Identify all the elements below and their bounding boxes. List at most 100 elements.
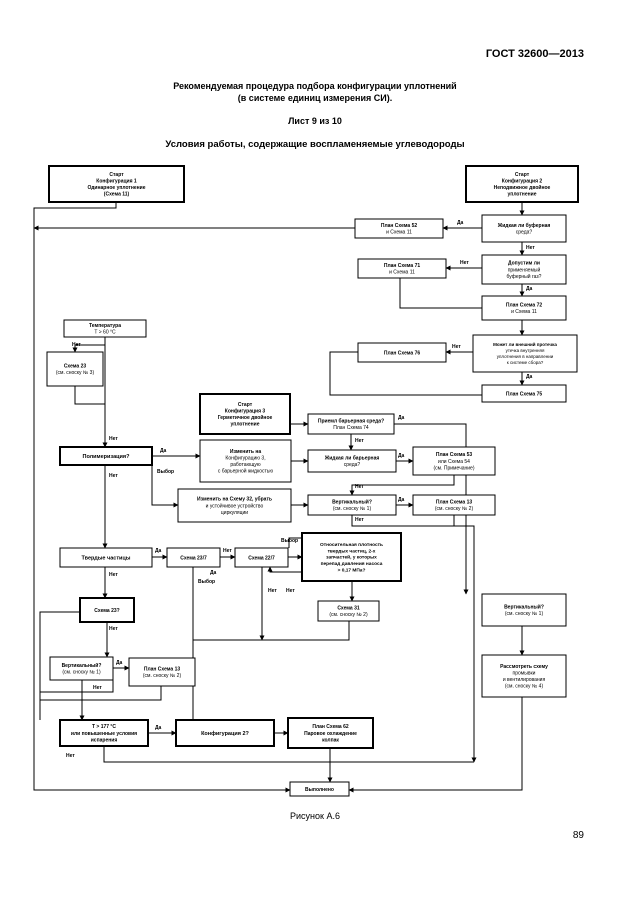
node-text: уплотнения в направлении [497, 354, 554, 359]
node-text: План Схема 71 [384, 263, 421, 269]
edge-label-no: Нет [452, 344, 461, 350]
connector [103, 746, 474, 763]
edge-label-no: Нет [268, 588, 277, 594]
edge-label-no: Нет [460, 260, 469, 266]
edge-label-no: Нет [355, 438, 364, 444]
edge-label-yes: Да [398, 453, 405, 459]
node-text: Выполнено [305, 787, 334, 793]
node-text: Конфигурация 2 [502, 177, 543, 184]
node-vertical-q3: Вертикальный?(см. сноску № 1) [481, 593, 567, 627]
edge-label-yes: Да [210, 570, 217, 576]
node-text: твердых частиц, 2-х [328, 548, 376, 554]
node-text: (Схема 11) [104, 192, 130, 198]
node-text: применяемый [508, 266, 541, 273]
standard-number: ГОСТ 32600—2013 [485, 48, 584, 60]
diagram-subtitle: Условия работы, содержащие воспламеняемы… [165, 139, 465, 150]
edge-label-no: Нет [109, 436, 118, 442]
edge-labels: ДаНетНетДаНетДаНетНетДаНетДаВыборДаНетДа… [66, 220, 535, 759]
node-plan13a: План Схема 13(см. сноску № 2) [412, 494, 496, 516]
connector [151, 456, 179, 508]
edge-label-no: Нет [66, 753, 75, 759]
node-text: План Схема 52 [381, 223, 418, 229]
node-text: Вертикальный? [332, 498, 372, 505]
connector [348, 697, 523, 793]
node-text: буферный газ? [507, 273, 542, 280]
node-text: испарения [91, 737, 118, 743]
node-text: (см. Примечание) [434, 465, 475, 471]
node-text: и Схема 11 [386, 230, 412, 236]
node-plan72: План Схема 72и Схема 11 [481, 295, 567, 321]
node-text: Конфигурация 2? [201, 730, 249, 737]
node-text: Схема 22/7 [248, 555, 275, 561]
node-scheme23q: Схема 23? [79, 597, 135, 623]
node-text: Жидкая ли барьерная [324, 454, 380, 461]
edge-label-no: Нет [109, 626, 118, 632]
node-text: уплотнение [508, 192, 537, 198]
node-text: и устойчивое устройство [206, 502, 264, 509]
edge-label-yes: Да [526, 374, 533, 380]
node-scheme31: Схема 31(см. сноску № 2) [317, 600, 380, 622]
edge-label-no: Нет [223, 548, 232, 554]
edge-label-yes: Да [160, 448, 167, 454]
node-text: работающую [230, 462, 261, 468]
connector [33, 202, 291, 793]
node-text: План Схема 62 [312, 724, 349, 730]
node-text: Конфигурация 3 [225, 407, 266, 414]
node-solids: Твердые частицы [59, 547, 153, 568]
node-scheme23: Схема 23(см. сноску № 3) [46, 351, 104, 387]
node-config27: Конфигурация 2? [175, 719, 275, 747]
node-text: Паровое охлаждение [304, 731, 357, 737]
node-text: > 0,17 МПа? [338, 567, 366, 573]
connector [349, 475, 455, 496]
node-text: Жидкая ли буферная [497, 222, 551, 229]
node-text: колпак [322, 737, 339, 743]
node-text: и Схема 11 [511, 309, 537, 315]
node-text: Одинарное уплотнение [87, 185, 145, 191]
edge-label-yes: Да [116, 660, 123, 666]
edge-label-no: Нет [93, 685, 102, 691]
node-plan76: План Схема 76 [357, 342, 447, 363]
page-number: 89 [572, 830, 584, 841]
node-scheme22-7: Схема 22/7 [234, 547, 289, 568]
node-text: План Схема 13 [436, 499, 473, 505]
node-text: Конфигурация 1 [96, 177, 137, 184]
node-text: План Схема 74 [333, 425, 369, 431]
edge-label-yes: Да [155, 548, 162, 554]
node-plan52: План Схема 52и Схема 11 [354, 218, 444, 239]
node-text: или повышенные условия [71, 731, 137, 737]
edge-label-yes: Да [526, 286, 533, 292]
edge-label-choice: Выбор [281, 537, 298, 544]
connector [351, 515, 477, 763]
node-text: План Схема 76 [384, 350, 421, 356]
edge-label-yes: Да [457, 220, 464, 226]
node-barrier-q: Приемл барьерная среда?План Схема 74 [307, 413, 395, 435]
edge-label-choice: Выбор [198, 578, 215, 585]
edge-label-no: Нет [109, 572, 118, 578]
node-scheme23-7: Схема 23/7 [166, 547, 221, 568]
title-line-2: (в системе единиц измерения СИ). [237, 93, 393, 103]
sheet-number: Лист 9 из 10 [288, 116, 342, 126]
node-text: План Схема 13 [144, 666, 181, 672]
title-line-1: Рекомендуемая процедура подбора конфигур… [173, 81, 457, 91]
node-text: запчастей, у которых [326, 554, 377, 561]
node-text: (см. сноску № 1) [62, 670, 101, 676]
node-text: План Схема 72 [506, 302, 543, 308]
node-text: или Схема 54 [438, 459, 470, 465]
node-plan75: План Схема 75 [481, 384, 567, 403]
node-vertical-q2: Вертикальный?(см. сноску № 1) [49, 656, 114, 681]
connector [40, 686, 162, 701]
edge-label-yes: Да [398, 497, 405, 503]
node-text: Твердые частицы [82, 555, 131, 561]
figure-caption: Рисунок А.6 [290, 811, 340, 821]
edge-label-yes: Да [155, 725, 162, 731]
node-text: утечка внутренняя [506, 348, 545, 353]
